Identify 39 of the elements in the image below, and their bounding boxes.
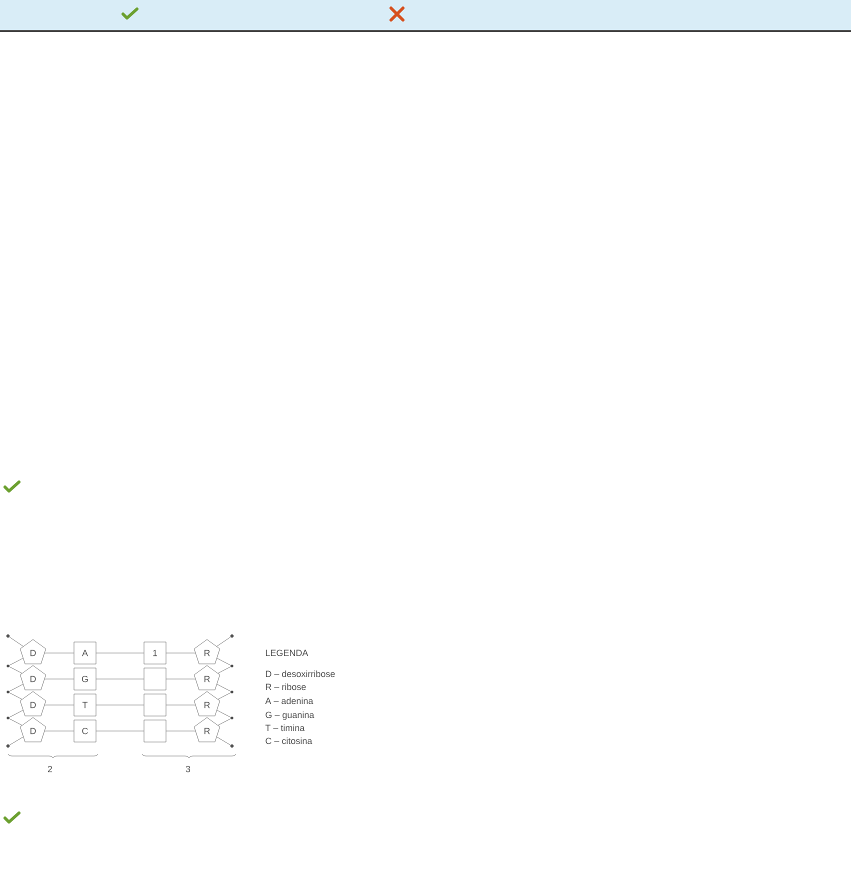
- legend-text: R – ribose: [266, 683, 306, 690]
- connector-line: [44, 730, 74, 732]
- legend-text: D – desoxirribose: [266, 670, 335, 678]
- connector-line: [8, 684, 24, 700]
- base-box: T: [74, 694, 96, 716]
- legend-title: LEGENDA: [266, 650, 308, 656]
- connector-line: [44, 704, 74, 706]
- legend-text: G – guanina: [266, 711, 314, 720]
- connector-line: [216, 736, 231, 746]
- connector-line: [8, 658, 24, 674]
- connector-line: [8, 710, 24, 726]
- connector-line: [166, 704, 196, 706]
- connector-line: [96, 704, 144, 706]
- connector-line: [166, 652, 196, 654]
- connector-line: [216, 658, 232, 674]
- brace-label: 2: [48, 766, 52, 772]
- brace-label: 3: [186, 766, 190, 772]
- base-box: A: [74, 642, 96, 664]
- connector-line: [216, 684, 232, 700]
- connector-line: [96, 652, 144, 654]
- base-box: G: [74, 668, 96, 690]
- connector-line: [44, 652, 74, 654]
- connector-line: [9, 636, 24, 647]
- legend-text: A – adenina: [265, 697, 314, 704]
- connector-line: [166, 678, 196, 680]
- connector-line: [216, 710, 232, 726]
- connector-line: [216, 636, 231, 647]
- legend-text: T – timina: [265, 724, 305, 732]
- connector-line: [166, 730, 196, 732]
- base-box: C: [74, 720, 96, 742]
- base-box: [144, 720, 166, 742]
- legend-text: C – citosina: [266, 737, 312, 744]
- connector-line: [9, 736, 24, 746]
- connector-line: [96, 678, 144, 680]
- connector-line: [96, 730, 144, 732]
- base-box: 1: [144, 642, 166, 664]
- base-box: [144, 668, 166, 690]
- connector-line: [44, 678, 74, 680]
- base-box: [144, 694, 166, 716]
